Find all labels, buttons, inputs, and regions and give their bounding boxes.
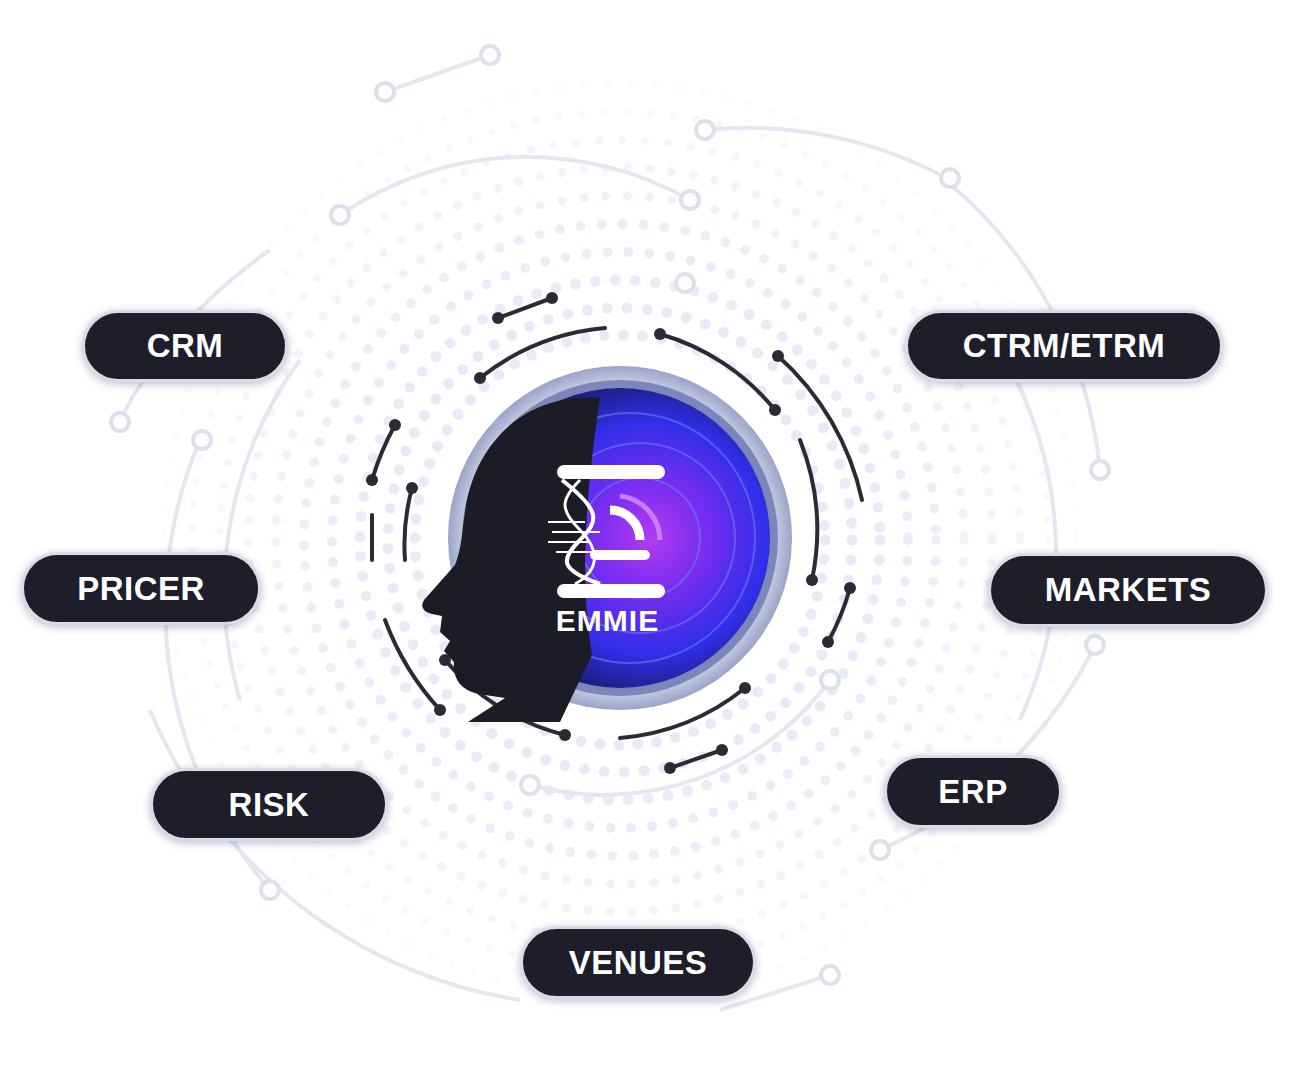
head-silhouette: [422, 397, 600, 722]
node-label: ERP: [938, 773, 1007, 811]
system-pill: RISK: [150, 768, 388, 841]
system-pill: PRICER: [21, 552, 261, 625]
node-label: CTRM/ETRM: [963, 327, 1165, 365]
circuit-dots: [111, 46, 1109, 984]
system-pill: CRM: [82, 310, 288, 382]
system-pill: VENUES: [520, 926, 756, 999]
node-label: PRICER: [77, 570, 205, 608]
dashed-arcs: [372, 298, 862, 768]
logo-mark: [548, 465, 665, 598]
arc-dots: [366, 292, 856, 774]
node-label: MARKETS: [1045, 571, 1212, 609]
system-pill: MARKETS: [988, 553, 1268, 627]
system-pill: CTRM/ETRM: [905, 310, 1223, 382]
node-label: VENUES: [569, 944, 708, 982]
core-label: EMMIE: [520, 598, 695, 644]
node-label: CRM: [147, 327, 224, 365]
node-label: EMMIE: [556, 604, 659, 638]
dot-rings: [164, 84, 1076, 996]
node-label: RISK: [229, 786, 310, 824]
system-pill: ERP: [884, 755, 1062, 828]
circuit-lines: [120, 55, 1100, 1010]
